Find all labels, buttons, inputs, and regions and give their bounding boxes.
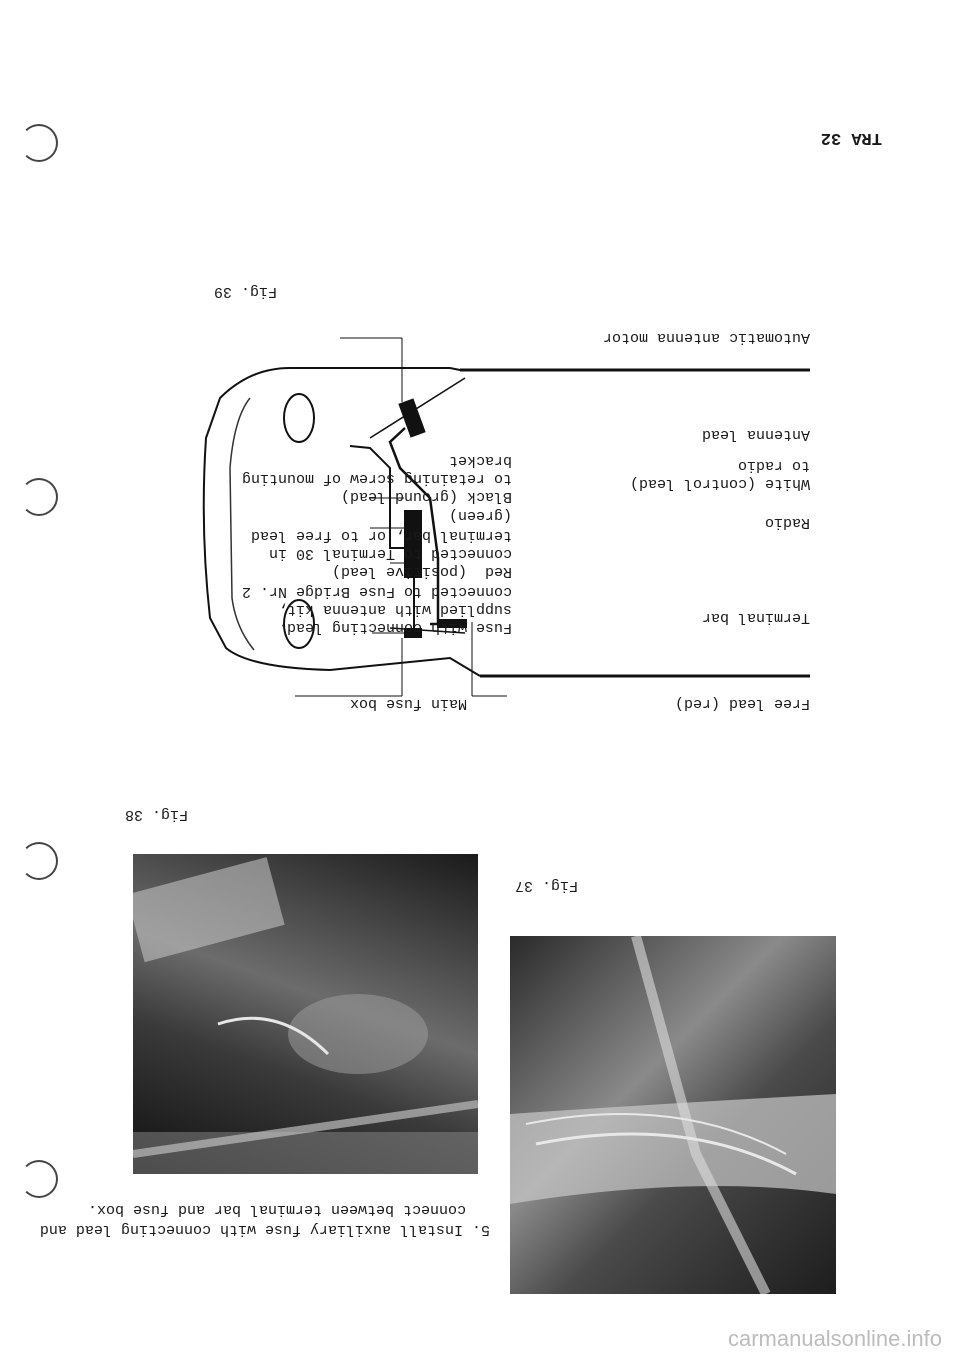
fig38-photo [133,854,478,1174]
label-red-1: Red (positive lead) [331,563,512,580]
radio-box [404,510,422,578]
binder-hole-4 [20,1160,58,1198]
page-code: TRA 32 [820,128,882,147]
label-white-lead: White (control lead) [629,475,810,492]
antenna-motor [398,398,426,438]
step-text-line1: 5. Install auxiliary fuse with connectin… [39,1221,490,1238]
label-black-2: to retaining screw of mounting [241,470,512,487]
main-fuse-box [437,619,467,628]
fig39-diagram [202,337,810,697]
label-main-fuse-box: Main fuse box [349,695,467,712]
label-antenna-lead: Antenna lead [701,426,810,443]
fig38-caption: Fig. 38 [124,806,188,823]
label-red-3: terminal bar, or to free lead [250,527,512,544]
step-text-line2: connect between terminal bar and fuse bo… [87,1201,466,1218]
terminal-bar [404,628,422,638]
fig37-caption: Fig. 37 [514,877,578,894]
watermark: carmanualsonline.info [727,1326,942,1351]
label-black-1: Black (ground lead) [340,488,512,505]
binder-hole-1 [20,124,58,162]
fig39-caption: Fig. 39 [213,283,277,300]
label-fuse-2: supplied with antenna kit, [277,601,512,618]
label-free-lead: Free lead (red) [674,695,810,712]
label-fuse-3: connected to Fuse Bridge Nr. 2 [241,583,512,600]
label-red-2: connected to Terminal 30 in [268,545,512,562]
label-fuse-1: Fuse with connecting lead, [277,619,512,636]
fig37-photo [510,936,836,1294]
label-green: (green) [448,507,512,524]
label-antenna-motor: Automatic antenna motor [602,329,810,346]
binder-hole-2 [20,478,58,516]
label-terminal-bar: Terminal bar [701,609,810,626]
label-white-lead-2: to radio [737,457,810,474]
label-black-3: bracket [448,452,512,469]
label-radio: Radio [764,514,810,531]
binder-hole-3 [20,842,58,880]
